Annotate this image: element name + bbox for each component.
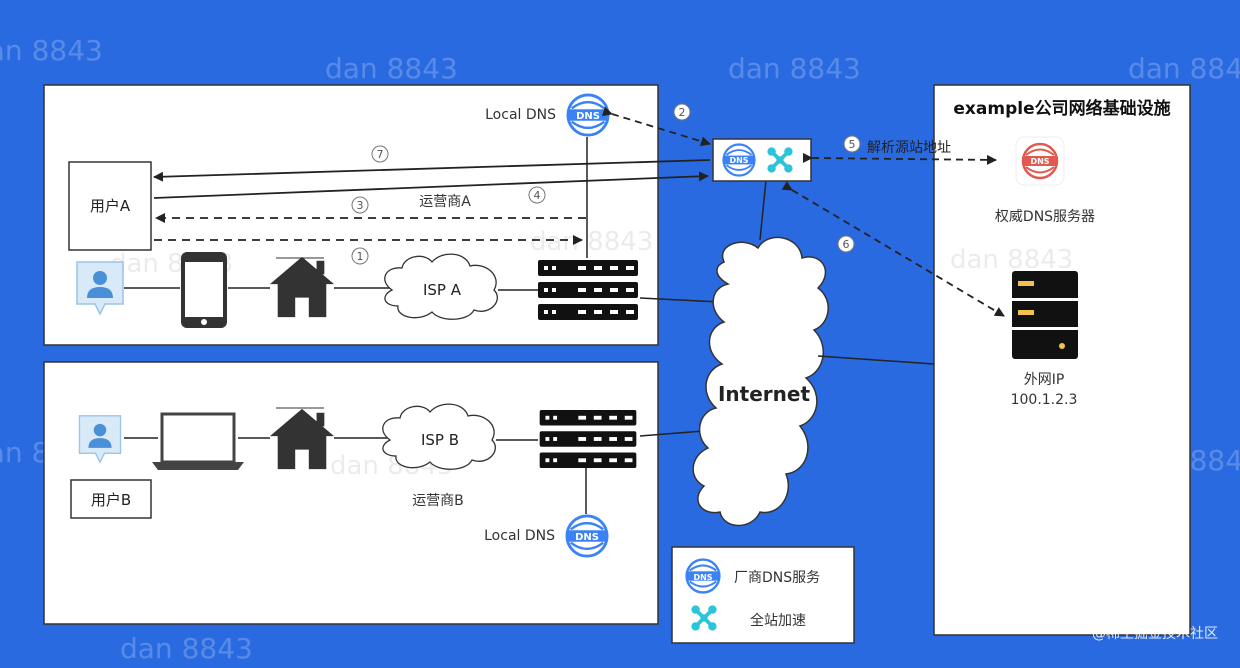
auth-dns-label: 权威DNS服务器: [995, 209, 1095, 225]
step-badge-7: 7: [371, 145, 389, 163]
authoritative-dns-icon: DNS: [1015, 136, 1065, 186]
step-5-note: 解析源站地址: [867, 140, 951, 156]
carrier-b-label: 运营商B: [412, 493, 464, 509]
svg-text:3: 3: [357, 199, 364, 212]
flow-arrow-2: [601, 106, 711, 147]
dns-icon-text: DNS: [576, 111, 600, 122]
user-a-label: 用户A: [90, 197, 131, 215]
svg-text:1: 1: [357, 250, 364, 263]
dns-icon-text: DNS: [1030, 157, 1049, 166]
step-badge-1: 1: [351, 247, 369, 265]
flow-arrow-7: [153, 159, 711, 182]
user-b-box: [70, 479, 152, 519]
watermark-text: dan 8843: [950, 245, 1073, 275]
step-badge-2: 2: [673, 103, 691, 121]
svg-text:2: 2: [679, 106, 686, 119]
flow-arrow-6: [781, 181, 1005, 317]
server-rack-icon: [538, 260, 638, 320]
step-badge-4: 4: [528, 186, 546, 204]
svg-text:6: 6: [843, 238, 850, 251]
flow-arrow-5: [802, 152, 997, 165]
watermark-text: dan 8843: [0, 34, 103, 67]
local-dns-a-label: Local DNS: [485, 107, 556, 123]
carrier-a-label: 运营商A: [419, 194, 471, 210]
external-ip-value: 100.1.2.3: [1011, 392, 1078, 408]
external-ip-label: 外网IP: [1024, 372, 1065, 388]
server-rack-icon: [539, 410, 637, 468]
watermark-text: dan 8843: [325, 52, 458, 85]
footer-credit: @稀土掘金技术社区: [1092, 626, 1218, 642]
local-dns-b-label: Local DNS: [484, 528, 555, 544]
user-a-box: [68, 161, 152, 251]
legend-label-dns: 厂商DNS服务: [734, 570, 820, 586]
isp-a-label: ISP A: [423, 281, 462, 299]
origin-server-icon: [1012, 271, 1078, 359]
step-badge-6: 6: [837, 235, 855, 253]
internet-label: Internet: [718, 382, 810, 406]
laptop-icon: [152, 412, 244, 470]
svg-text:7: 7: [377, 148, 384, 161]
isp-a-cloud: ISP A: [384, 253, 498, 320]
user-b-label: 用户B: [91, 491, 131, 509]
svg-text:4: 4: [534, 189, 541, 202]
infra-title: example公司网络基础设施: [953, 98, 1170, 119]
dns-icon-text: DNS: [693, 573, 712, 582]
isp-b-label: ISP B: [421, 431, 459, 449]
dns-icon-text: DNS: [575, 532, 599, 543]
step-badge-5: 5: [843, 135, 861, 153]
isp-b-cloud: ISP B: [382, 403, 496, 470]
watermark-text: dan 8843: [1128, 52, 1240, 85]
watermark-text: dan 8843: [728, 52, 861, 85]
internet-cloud: Internet: [692, 236, 829, 527]
flow-arrow-4: [153, 171, 709, 199]
smartphone-icon: [181, 252, 227, 328]
watermark-text: dan 8843: [530, 227, 653, 257]
svg-text:5: 5: [849, 138, 856, 151]
legend-label-accel: 全站加速: [750, 612, 806, 629]
watermark-text: dan 8843: [120, 632, 253, 664]
dns-icon-text: DNS: [729, 156, 748, 165]
step-badge-3: 3: [351, 196, 369, 214]
